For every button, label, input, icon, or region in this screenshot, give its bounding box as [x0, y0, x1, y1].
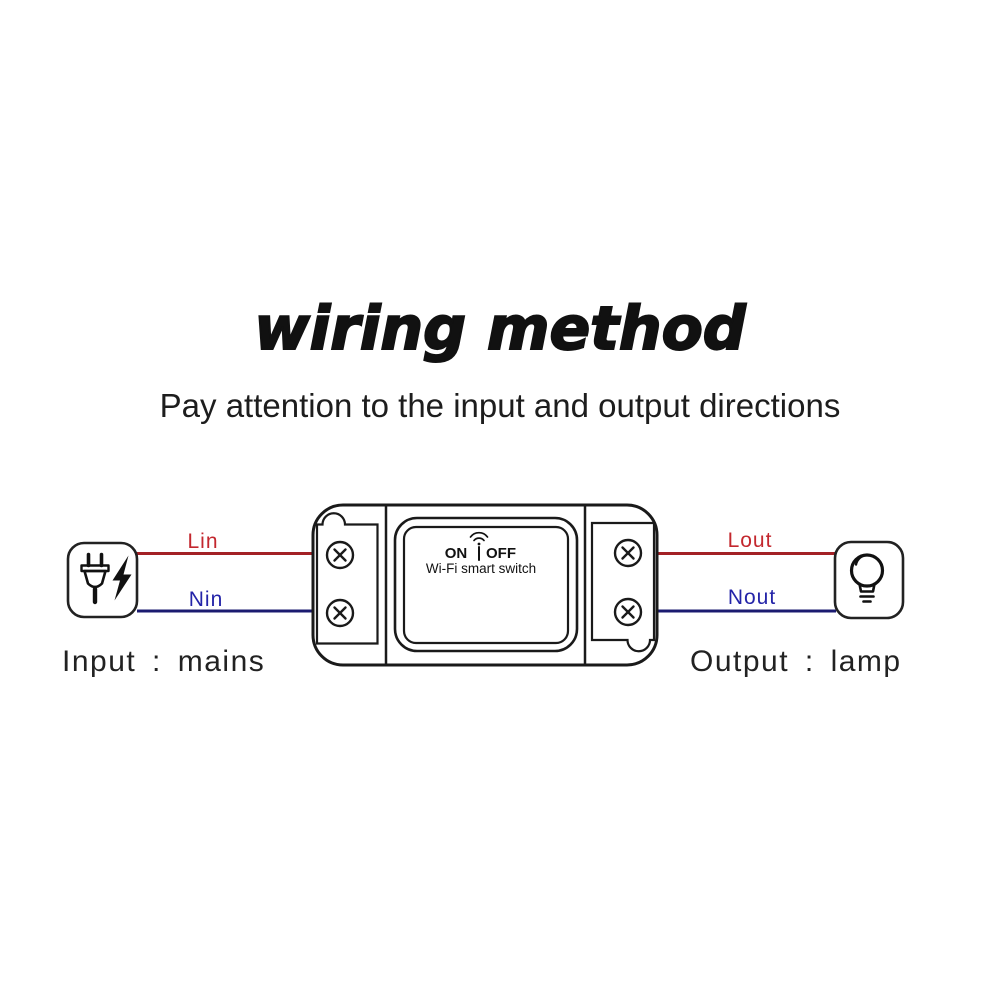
screw-terminal-icon: [325, 598, 355, 628]
light-bulb-icon: [849, 553, 885, 603]
device-product-label: Wi-Fi smart switch: [426, 561, 536, 576]
output-load-box: [833, 540, 905, 620]
input-live-label: Lin: [187, 530, 218, 553]
wifi-antenna-icon: [469, 531, 489, 561]
device-off-label: OFF: [486, 545, 516, 562]
page-subtitle: Pay attention to the input and output di…: [159, 387, 841, 424]
output-load: [833, 540, 905, 620]
smart-switch-device: [311, 503, 659, 667]
screw-terminal-icon: [613, 538, 643, 568]
input-caption: Input : mains: [62, 645, 266, 678]
output-live-label: Lout: [728, 529, 773, 552]
output-wires: [655, 552, 836, 613]
output-caption: Output : lamp: [690, 645, 902, 678]
device-on-label: ON: [445, 545, 468, 562]
page-title: wiring method: [253, 293, 746, 365]
input-wires: [137, 552, 316, 613]
screw-terminal-icon: [613, 597, 643, 627]
screw-terminal-icon: [325, 540, 355, 570]
input-neutral-label: Nin: [189, 588, 224, 611]
screw-terminals: [325, 538, 643, 628]
input-source: [66, 541, 139, 619]
power-plug-lightning-icon: [80, 552, 132, 605]
output-neutral-label: Nout: [728, 586, 776, 609]
device-face-panel-inner: [402, 525, 570, 645]
